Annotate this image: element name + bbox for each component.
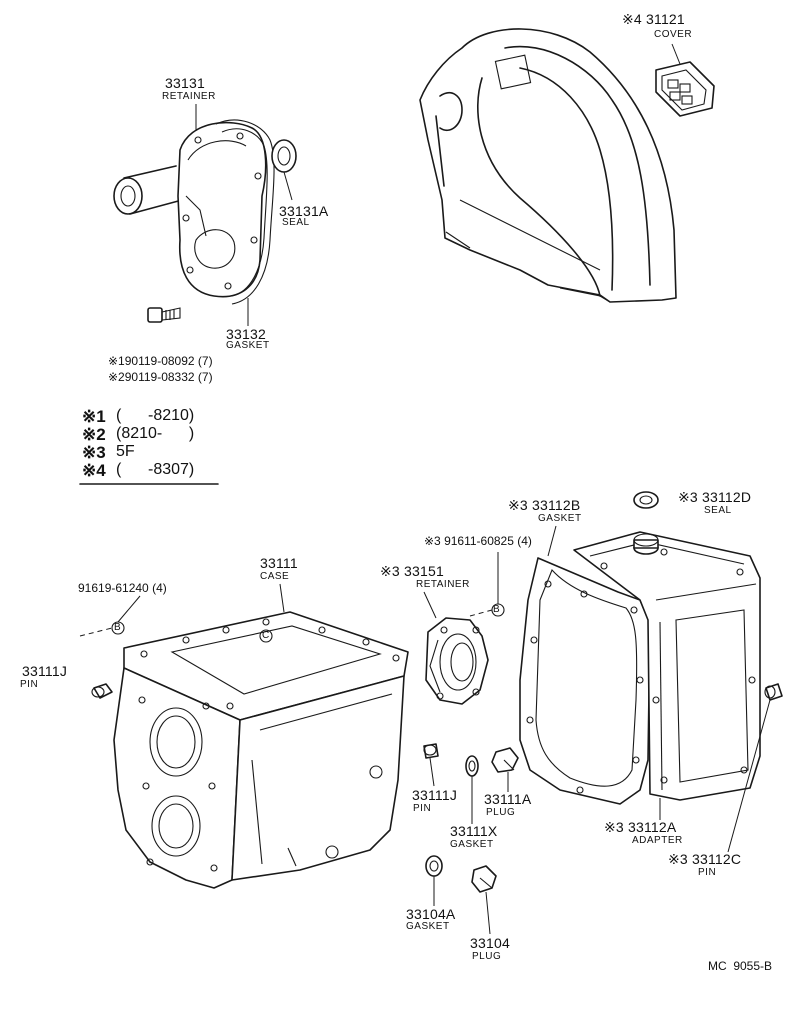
gasket-33111x-illustration <box>465 755 479 777</box>
label-seal-a-number: 33131A <box>279 203 329 219</box>
label-gasket-104a-name: GASKET <box>406 921 450 932</box>
plug-33111a-illustration <box>491 747 519 773</box>
label-seal-a-name: SEAL <box>282 217 310 228</box>
callout-c: C <box>262 630 270 641</box>
label-retainer-151-number: ※3 33151 <box>380 563 444 579</box>
label-plug-111a-name: PLUG <box>486 807 516 818</box>
label-case-name: CASE <box>260 571 290 582</box>
label-seal-112d-name: SEAL <box>704 505 732 516</box>
label-bolt-2: ※290119-08332 (7) <box>108 370 213 384</box>
label-pin-j-left-number: 33111J <box>22 663 68 679</box>
adapter-33112a-illustration <box>573 531 761 801</box>
callout-b-right: B <box>493 604 500 615</box>
label-cover-number: ※4 31121 <box>622 11 685 27</box>
legend-text-3: 5F <box>116 443 135 460</box>
label-cover-name: COVER <box>654 29 693 40</box>
label-bolt-retainer: ※3 91611-60825 (4) <box>424 534 532 548</box>
clutch-housing-illustration <box>419 28 677 303</box>
pin-33111j-left-illustration <box>91 683 113 699</box>
label-gasket-32-number: 33132 <box>226 326 266 342</box>
label-case-number: 33111 <box>260 555 298 571</box>
legend-mark-2: ※2 <box>82 425 106 444</box>
label-retainer-151-name: RETAINER <box>416 579 470 590</box>
label-bolt-1: ※190119-08092 (7) <box>108 354 213 368</box>
footer-code: MC 9055-B <box>708 959 773 973</box>
legend-text-1: ( -8210) <box>116 407 195 424</box>
gasket-33112b-illustration <box>519 557 651 805</box>
label-plug-104-number: 33104 <box>470 935 510 951</box>
label-pin-j-left-name: PIN <box>20 679 39 690</box>
label-pin-112c-number: ※3 33112C <box>668 851 742 867</box>
label-pin-112c-name: PIN <box>698 867 717 878</box>
label-gasket-111x-number: 33111X <box>450 823 498 839</box>
seal-33112d-illustration <box>633 491 659 509</box>
label-seal-112d-number: ※3 33112D <box>678 489 752 505</box>
retainer-33151-illustration <box>425 617 489 705</box>
label-plug-104-name: PLUG <box>472 951 502 962</box>
legend-text-2: (8210- ) <box>116 425 195 442</box>
label-pin-j-mid-name: PIN <box>413 803 432 814</box>
callout-b-left: B <box>114 622 121 633</box>
legend-mark-3: ※3 <box>82 443 106 462</box>
seal-33131a-illustration <box>271 139 297 173</box>
label-gasket-104a-number: 33104A <box>406 906 456 922</box>
bolt-90119-illustration <box>147 307 181 323</box>
label-gasket-32-name: GASKET <box>226 340 270 351</box>
gasket-33104a-illustration <box>425 855 443 877</box>
legend-mark-1: ※1 <box>82 407 106 426</box>
label-adapter-number: ※3 33112A <box>604 819 677 835</box>
pin-33112c-illustration <box>764 683 783 701</box>
retainer-33131-illustration <box>113 119 275 305</box>
label-pin-j-mid-number: 33111J <box>412 787 458 803</box>
label-retainer-name: RETAINER <box>162 91 216 102</box>
label-bolt-case: 91619-61240 (4) <box>78 581 167 595</box>
label-retainer-number: 33131 <box>165 75 205 91</box>
label-gasket-111x-name: GASKET <box>450 839 494 850</box>
case-33111-illustration <box>113 611 409 889</box>
cover-31121-illustration <box>655 43 715 117</box>
label-plug-111a-number: 33111A <box>484 791 532 807</box>
label-adapter-name: ADAPTER <box>632 835 683 846</box>
legend-mark-4: ※4 <box>82 461 106 480</box>
label-gasket-112b-name: GASKET <box>538 513 582 524</box>
plug-33104-illustration <box>471 865 497 893</box>
pin-33111j-mid-illustration <box>423 743 439 759</box>
legend-text-4: ( -8307) <box>116 461 195 478</box>
label-gasket-112b-number: ※3 33112B <box>508 497 581 513</box>
